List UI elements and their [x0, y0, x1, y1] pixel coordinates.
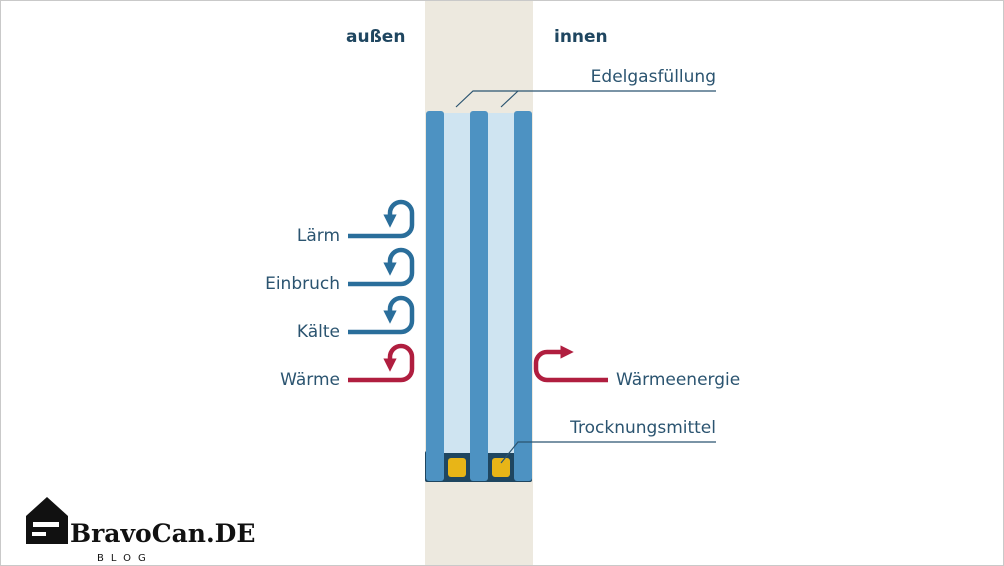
- brand-logo: BravoCan.DE BLOG: [26, 497, 255, 564]
- gas-gap-right: [488, 113, 514, 453]
- glass-pane-inner: [514, 111, 532, 481]
- inside-heading: innen: [554, 27, 608, 47]
- desiccant-left: [448, 458, 466, 477]
- desiccant-leader: [500, 441, 716, 464]
- gas-gap-left: [444, 113, 470, 453]
- gas-fill-label: Edelgasfüllung: [591, 67, 716, 87]
- cold-arrow: [348, 295, 415, 335]
- heat-label: Wärme: [280, 370, 340, 390]
- noise-arrow: [348, 199, 415, 239]
- brand-tagline: BLOG: [97, 553, 153, 564]
- outside-heading: außen: [346, 27, 405, 47]
- heat-energy-label: Wärmeenergie: [616, 370, 740, 390]
- cold-label: Kälte: [297, 322, 340, 342]
- gas-fill-leader-2: [500, 90, 519, 108]
- heat-energy-arrow: [533, 345, 608, 383]
- desiccant-label: Trocknungsmittel: [569, 418, 716, 438]
- glass-pane-outer: [426, 111, 444, 481]
- gas-fill-leader: [455, 90, 716, 108]
- glass-pane-middle: [470, 111, 488, 481]
- noise-label: Lärm: [297, 226, 340, 246]
- glazing-unit: [425, 111, 532, 482]
- heat-arrow: [348, 343, 415, 383]
- house-hammer-icon: [26, 497, 68, 544]
- burglary-arrow: [348, 247, 415, 287]
- desiccant-right: [492, 458, 510, 477]
- burglary-label: Einbruch: [265, 274, 340, 294]
- brand-name: BravoCan.DE: [70, 519, 255, 548]
